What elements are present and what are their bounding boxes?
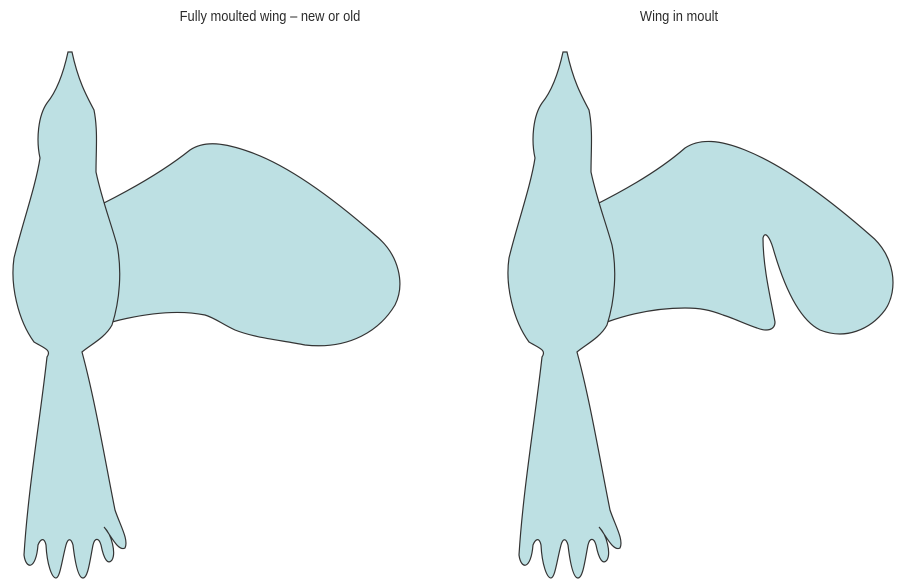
left-bird-body (13, 52, 126, 578)
left-wing (100, 144, 400, 346)
right-bird (508, 52, 893, 578)
right-bird-body (508, 52, 621, 578)
left-bird (13, 52, 400, 578)
right-wing (595, 141, 893, 333)
